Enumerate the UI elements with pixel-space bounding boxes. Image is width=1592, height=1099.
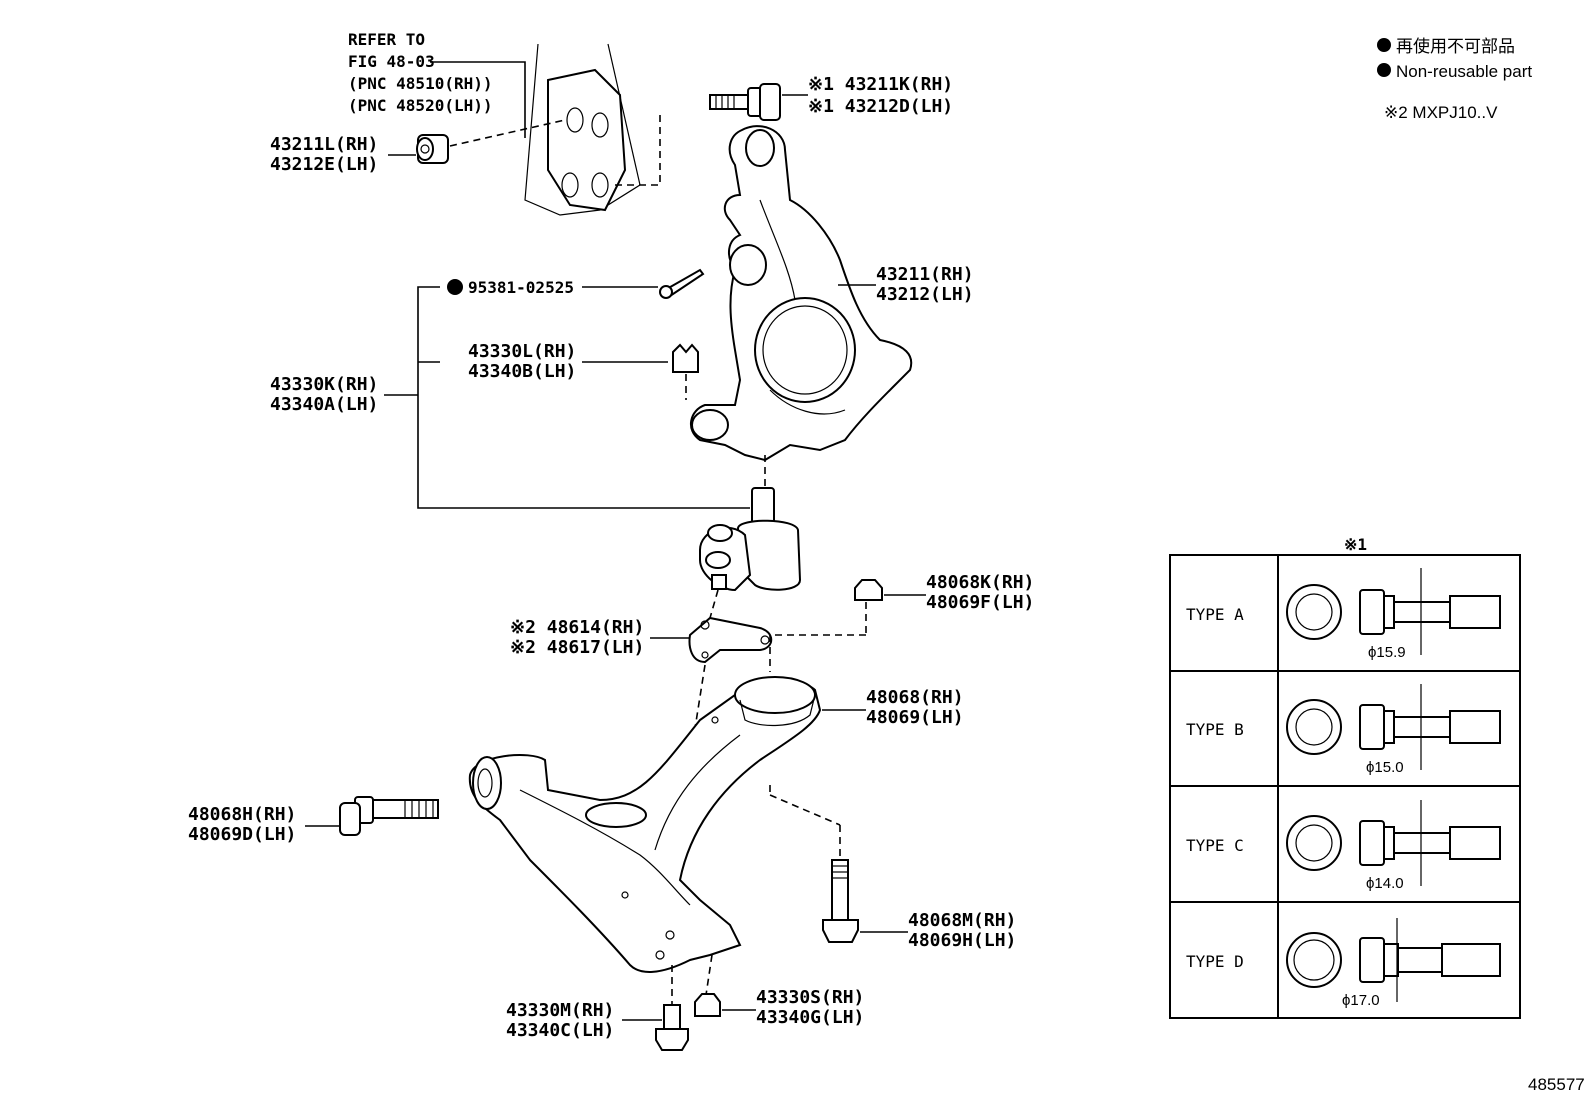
figure-id: 485577 — [1528, 1075, 1585, 1094]
flange-nut-43211L — [388, 119, 566, 164]
label-front-bolt-rh: 48068H(RH) — [188, 804, 296, 825]
label-arm-nut-lh: 48069F(LH) — [926, 592, 1034, 613]
castle-nut-43330L — [582, 343, 699, 400]
label-arm-rh: 48068(RH) — [866, 687, 964, 708]
bolt-48068H — [305, 796, 439, 836]
label-front-bolt-lh: 48069D(LH) — [188, 824, 296, 845]
label-nut-rh: 43211L(RH) — [270, 134, 378, 155]
non-reusable-dot-icon — [1377, 63, 1391, 77]
non-reusable-dot-icon — [1377, 38, 1391, 52]
table-header: ※1 — [1344, 535, 1367, 554]
legend: 再使用不可部品 Non-reusable part ※2 MXPJ10..V — [1377, 36, 1532, 122]
label-bj-nut-lh: 43340B(LH) — [468, 361, 576, 382]
label-bj-nut-rh: 43330L(RH) — [468, 341, 576, 362]
label-bj-nut2-rh: 43330S(RH) — [756, 987, 864, 1008]
nut-43330S — [694, 954, 756, 1017]
label-knuckle-rh: 43211(RH) — [876, 264, 974, 285]
table-row: TYPE C ϕ14.0 — [1186, 800, 1501, 892]
refer-note: REFER TO FIG 48-03 (PNC 48510(RH)) (PNC … — [348, 30, 526, 138]
bolt-43330M — [622, 965, 689, 1051]
label-bolt-rh: ※1 43211K(RH) — [808, 74, 953, 95]
lower-control-arm — [468, 676, 866, 973]
label-arm-lh: 48069(LH) — [866, 707, 964, 728]
label-knuckle-lh: 43212(LH) — [876, 284, 974, 305]
diameter-label: ϕ15.0 — [1366, 759, 1404, 776]
strut-bracket — [524, 43, 661, 216]
ball-joint — [699, 487, 802, 626]
diameter-label: ϕ14.0 — [1366, 875, 1404, 892]
label-bj-nut2-lh: 43340G(LH) — [756, 1007, 864, 1028]
refer-line3: (PNC 48510(RH)) — [348, 74, 493, 93]
non-reusable-dot-icon — [447, 279, 463, 295]
table-row: TYPE D ϕ17.0 — [1186, 918, 1501, 1009]
table-row: TYPE B ϕ15.0 — [1186, 684, 1501, 776]
legend-en: Non-reusable part — [1396, 62, 1532, 81]
refer-line4: (PNC 48520(LH)) — [348, 96, 493, 115]
type-label: TYPE A — [1186, 605, 1244, 624]
steering-knuckle — [690, 125, 913, 488]
label-nut-lh: 43212E(LH) — [270, 154, 378, 175]
label-bj-bolt-lh: 43340C(LH) — [506, 1020, 614, 1041]
refer-line1: REFER TO — [348, 30, 425, 49]
label-balljoint-rh: 43330K(RH) — [270, 374, 378, 395]
label-rear-bolt-rh: 48068M(RH) — [908, 910, 1016, 931]
diameter-label: ϕ15.9 — [1368, 644, 1406, 661]
legend-note2: ※2 MXPJ10..V — [1384, 103, 1498, 122]
bolt-type-table: ※1 — [1169, 535, 1521, 1019]
label-cotter: 95381-02525 — [468, 278, 574, 297]
cotter-pin — [447, 268, 705, 299]
label-plate-rh: ※2 48614(RH) — [510, 617, 644, 638]
nut-48068K — [769, 579, 926, 672]
label-rear-bolt-lh: 48069H(LH) — [908, 930, 1016, 951]
refer-line2: FIG 48-03 — [348, 52, 435, 71]
type-label: TYPE B — [1186, 720, 1244, 739]
table-row: TYPE A ϕ15.9 — [1186, 568, 1501, 661]
bolt-43211K — [709, 83, 808, 121]
bolt-48068M — [769, 785, 908, 943]
label-arm-nut-rh: 48068K(RH) — [926, 572, 1034, 593]
type-label: TYPE C — [1186, 836, 1244, 855]
label-bj-bolt-rh: 43330M(RH) — [506, 1000, 614, 1021]
legend-jp: 再使用不可部品 — [1396, 36, 1515, 56]
label-bolt-lh: ※1 43212D(LH) — [808, 96, 953, 117]
label-plate-lh: ※2 48617(LH) — [510, 637, 644, 658]
diameter-label: ϕ17.0 — [1342, 992, 1380, 1009]
plate-48614 — [650, 616, 773, 761]
label-balljoint-lh: 43340A(LH) — [270, 394, 378, 415]
type-label: TYPE D — [1186, 952, 1244, 971]
